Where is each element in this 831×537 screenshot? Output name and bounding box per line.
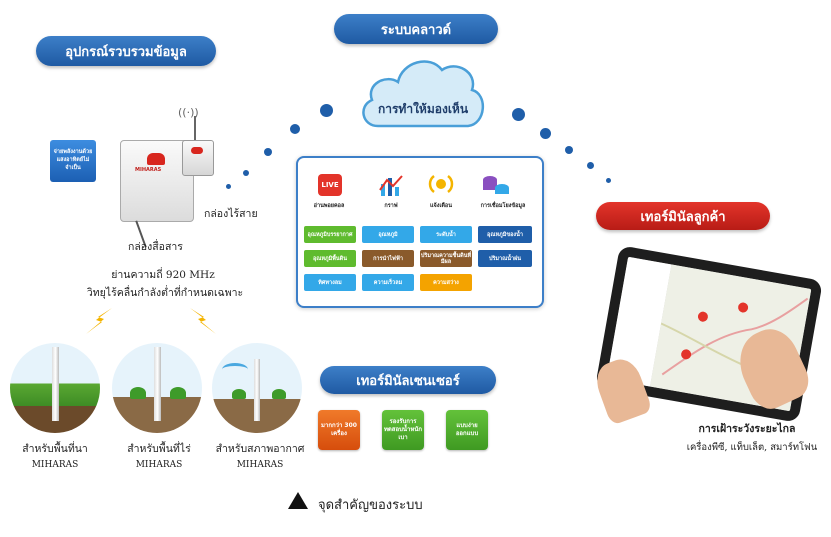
weather-brand: MIHARAS [236, 460, 284, 470]
signal-bolt-icon [186, 306, 220, 340]
metric-chip: อุณหภูมิของน้ำ [478, 226, 532, 243]
upland-brand: MIHARAS [135, 460, 183, 470]
feature-label: อ่านพอยคอล [313, 203, 345, 209]
sensor-pole [52, 347, 59, 421]
metric-chip: อุณหภูมิ [362, 226, 414, 243]
connector-dot [565, 146, 573, 154]
live-icon: LIVE [318, 174, 342, 196]
upland-field-illustration [112, 343, 202, 433]
plant [170, 387, 186, 399]
connector-dot [320, 104, 333, 117]
weather-illustration [212, 343, 302, 433]
metric-chip: อุณหภูมิพื้นดิน [304, 250, 356, 267]
devices-section-title: อุปกรณ์รวบรวมข้อมูล [36, 36, 216, 66]
comm-box-label: กล่องสื่อสาร [128, 241, 183, 253]
metric-chip: ความเร็วลม [362, 274, 414, 291]
paddy-field-illustration [10, 343, 100, 433]
sensor-tile: รองรับการทดสอบน้ำหนักเบา [382, 410, 424, 450]
legend-triangle-icon [288, 492, 308, 509]
feature-label: แจ้งเตือน [430, 203, 452, 209]
customer-section-title: เทอร์มินัลลูกค้า [596, 202, 770, 230]
connector-dot [587, 162, 594, 169]
connector-dot [540, 128, 551, 139]
metric-chip: การนำไฟฟ้า [362, 250, 414, 267]
graph-icon [378, 172, 404, 202]
wireless-box-label: กล่องไร้สาย [204, 208, 258, 220]
wireless-box-logo [191, 147, 203, 154]
connector-dot [226, 184, 231, 189]
metric-chip: ปริมาณความชื้นดินที่มีผล [420, 250, 472, 267]
visualize-label: การทำให้มองเห็น [377, 102, 469, 116]
feature-label: การเชื่อมโยงข้อมูล [480, 203, 526, 209]
solar-panel-sign: จ่ายพลังงานด้วยแสงอาทิตย์ไม่จำเป็น [50, 140, 96, 182]
remote-monitoring-label: การเฝ้าระวังระยะไกล [698, 423, 796, 435]
cloud-icon [356, 48, 488, 144]
legend-text: จุดสำคัญของระบบ [318, 498, 423, 513]
connector-dot [243, 170, 249, 176]
paddy-label: สำหรับพื้นที่นา [22, 443, 88, 455]
solar-panel-text: จ่ายพลังงานด้วยแสงอาทิตย์ไม่จำเป็น [53, 149, 93, 171]
signal-bolt-icon [82, 306, 116, 340]
sensor-tile: แบบง่าย ออกแบบ [446, 410, 488, 450]
antenna [194, 116, 196, 140]
cloud-dashboard-panel: LIVE อ่านพอยคอล กราฟ แจ้งเตือน การเชื่อม… [296, 156, 544, 308]
wind-swirl [222, 363, 248, 376]
plant [130, 387, 146, 399]
connector-dot [264, 148, 272, 156]
wifi-icon: ((·)) [178, 106, 199, 119]
data-link-icon [482, 172, 510, 202]
supported-devices: เครื่องพีซี, แท็บเล็ต, สมาร์ทโฟน [686, 442, 818, 453]
metric-chip: ความสว่าง [420, 274, 472, 291]
live-icon-text: LIVE [321, 181, 339, 189]
alert-icon [426, 170, 456, 202]
frequency-band: ย่านความถี่ 920 MHz [111, 269, 215, 281]
brand-text: MIHARAS [135, 167, 162, 173]
connector-dot [512, 108, 525, 121]
sensor-pole [154, 347, 161, 421]
metric-chip: ทิศทางลม [304, 274, 356, 291]
brand-logo [147, 153, 165, 165]
metric-chip: ปริมาณน้ำฝน [478, 250, 532, 267]
cloud-section-title: ระบบคลาวด์ [334, 14, 498, 44]
metric-chip: อุณหภูมิบรรยากาศ [304, 226, 356, 243]
sensor-tile: มากกว่า 300 เครื่อง [318, 410, 360, 450]
radio-spec: วิทยุไร้คลื่นกำลังต่ำที่กำหนดเฉพาะ [86, 287, 244, 299]
plant [272, 389, 286, 399]
connector-dot [606, 178, 611, 183]
sensor-pole [254, 359, 260, 421]
metric-chip: ระดับน้ำ [420, 226, 472, 243]
upland-label: สำหรับพื้นที่ไร่ [127, 443, 191, 455]
communication-box: MIHARAS [120, 140, 194, 222]
weather-label: สำหรับสภาพอากาศ [215, 443, 305, 455]
plant [232, 389, 246, 399]
sensor-section-title: เทอร์มินัลเซนเซอร์ [320, 366, 496, 394]
paddy-brand: MIHARAS [31, 460, 79, 470]
wireless-box [182, 140, 214, 176]
connector-dot [290, 124, 300, 134]
feature-label: กราฟ [384, 203, 398, 209]
